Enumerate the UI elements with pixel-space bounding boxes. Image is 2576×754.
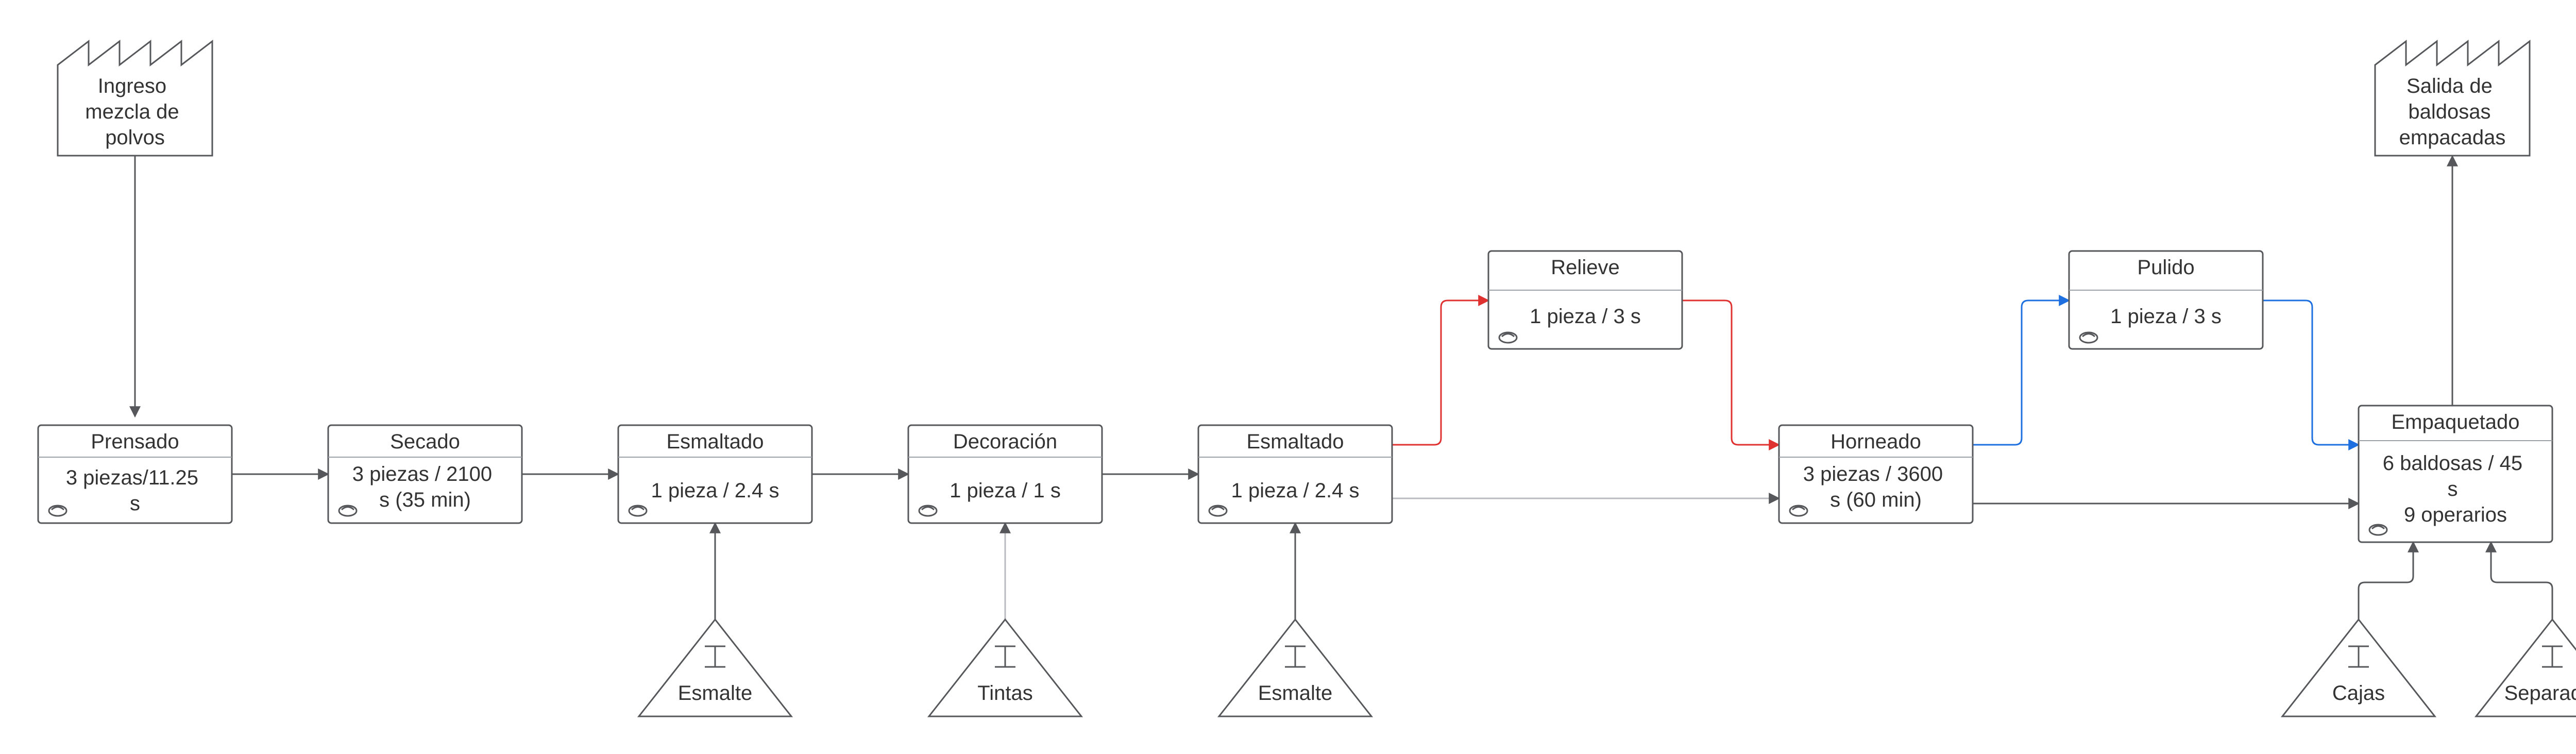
operator-icon: [2079, 331, 2098, 344]
connector-pulido-to-empaquetado: [2263, 299, 2360, 450]
process-title: Decoración: [953, 430, 1057, 453]
inventory-i-icon: [995, 645, 1015, 668]
inventory-cajas: Cajas: [2280, 618, 2437, 717]
process-empaquetado: Empaquetado 6 baldosas / 45 s 9 operario…: [2358, 405, 2553, 543]
inventory-label: Separador: [2504, 682, 2576, 705]
output-factory-line: empacadas: [2399, 126, 2506, 149]
process-title: Horneado: [1831, 430, 1921, 453]
connector-separador-to-empaquetado: [2485, 541, 2553, 619]
operator-icon: [1208, 505, 1228, 517]
connectors: [129, 155, 2553, 619]
inventory-i-icon: [1285, 645, 1306, 668]
operator-icon: [338, 505, 358, 517]
inventory-esmalte-1: Esmalte: [637, 618, 793, 717]
process-title: Relieve: [1551, 256, 1619, 279]
inventory-label: Tintas: [977, 682, 1032, 705]
inventory-separador: Separador: [2474, 618, 2576, 717]
process-esmaltado-2: Esmaltado 1 pieza / 2.4 s: [1197, 424, 1393, 524]
process-metric: 3 piezas / 2100 s (35 min): [352, 463, 498, 511]
operator-icon: [918, 505, 938, 517]
connector-esmaltado2-to-relieve: [1392, 295, 1490, 446]
inventory-label: Esmalte: [678, 682, 753, 705]
connector-cajas-to-empaquetado: [2358, 541, 2419, 619]
process-metric: 1 pieza / 2.4 s: [1231, 479, 1359, 502]
process-metric: 1 pieza / 3 s: [2110, 305, 2222, 328]
process-metric: 1 pieza / 1 s: [950, 479, 1061, 502]
connector-horneado-to-pulido: [1973, 295, 2071, 446]
process-metric: 3 piezas / 3600 s (60 min): [1803, 463, 1948, 511]
process-relieve: Relieve 1 pieza / 3 s: [1487, 250, 1683, 350]
inventory-i-icon: [2348, 645, 2369, 668]
process-title: Empaquetado: [2391, 411, 2519, 433]
operator-icon: [1498, 331, 1518, 344]
output-factory-label: Salida de baldosas empacadas: [2399, 75, 2506, 149]
process-title: Secado: [390, 430, 460, 453]
process-secado: Secado 3 piezas / 2100 s (35 min): [327, 424, 523, 524]
process-title: Prensado: [91, 430, 179, 453]
input-factory: Ingreso mezcla de polvos: [57, 39, 213, 157]
operator-icon: [628, 505, 648, 517]
process-title: Pulido: [2137, 256, 2194, 279]
output-factory-line: baldosas: [2408, 100, 2490, 123]
process-metric: 1 pieza / 3 s: [1530, 305, 1641, 328]
inventory-i-icon: [705, 645, 725, 668]
inventory-i-icon: [2542, 645, 2563, 668]
input-factory-line: polvos: [105, 126, 165, 149]
inventory-label: Cajas: [2332, 682, 2385, 705]
operator-icon: [2368, 524, 2388, 536]
process-metric: 1 pieza / 2.4 s: [651, 479, 779, 502]
process-prensado: Prensado 3 piezas/11.25 s: [37, 424, 233, 524]
process-metric: 6 baldosas / 45 s 9 operarios: [2383, 452, 2528, 526]
operator-icon: [1789, 505, 1808, 517]
output-factory: Salida de baldosas empacadas: [2374, 39, 2531, 157]
inventory-label: Esmalte: [1258, 682, 1333, 705]
process-horneado: Horneado 3 piezas / 3600 s (60 min): [1778, 424, 1974, 524]
input-factory-line: mezcla de: [85, 100, 179, 123]
process-title: Esmaltado: [667, 430, 764, 453]
process-decoracion: Decoración 1 pieza / 1 s: [907, 424, 1103, 524]
input-factory-label: Ingreso mezcla de polvos: [85, 75, 184, 149]
process-title: Esmaltado: [1247, 430, 1344, 453]
output-factory-line: Salida de: [2406, 75, 2493, 97]
process-metric: 3 piezas/11.25 s: [66, 466, 204, 515]
operator-icon: [48, 505, 67, 517]
process-esmaltado-1: Esmaltado 1 pieza / 2.4 s: [617, 424, 813, 524]
inventory-esmalte-2: Esmalte: [1217, 618, 1374, 717]
inventory-tintas: Tintas: [927, 618, 1083, 717]
process-pulido: Pulido 1 pieza / 3 s: [2068, 250, 2264, 350]
input-factory-line: Ingreso: [98, 75, 166, 97]
connector-relieve-to-horneado: [1682, 299, 1781, 450]
